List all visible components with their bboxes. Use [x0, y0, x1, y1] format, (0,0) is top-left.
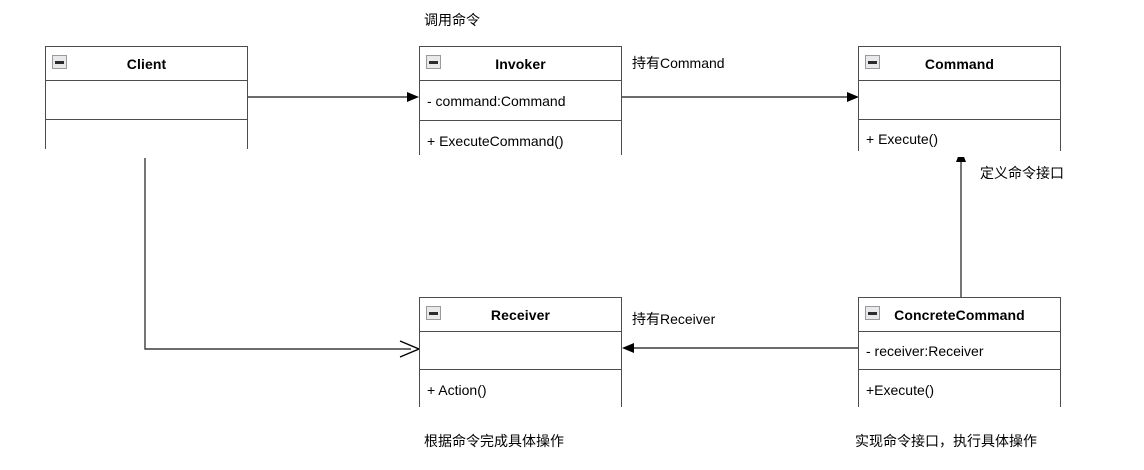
- uml-class-command[interactable]: Command + Execute(): [858, 46, 1061, 157]
- uml-attribute: - command:Command: [427, 92, 566, 109]
- uml-class-receiver-header: Receiver: [420, 298, 621, 331]
- uml-class-client[interactable]: Client: [45, 46, 248, 158]
- uml-class-invoker[interactable]: Invoker - command:Command + ExecuteComma…: [419, 46, 622, 160]
- uml-class-invoker-operations: + ExecuteCommand(): [420, 120, 621, 160]
- collapse-minus-icon[interactable]: [865, 55, 880, 69]
- collapse-minus-icon[interactable]: [52, 55, 67, 69]
- edge-client-to-invoker: [247, 92, 419, 102]
- edge-label-invoker-to-command: 持有Command: [632, 55, 725, 71]
- uml-class-concretecommand-operations: +Execute(): [859, 369, 1060, 409]
- uml-operation: + Execute(): [866, 130, 938, 147]
- uml-class-receiver-attributes: [420, 331, 621, 369]
- uml-class-command-name: Command: [924, 55, 995, 72]
- uml-class-invoker-attributes: - command:Command: [420, 80, 621, 120]
- uml-operation: +Execute(): [866, 381, 935, 398]
- uml-class-concretecommand-name: ConcreteCommand: [894, 306, 1025, 323]
- uml-class-concretecommand-header: ConcreteCommand: [859, 298, 1060, 331]
- uml-operation: + ExecuteCommand(): [427, 132, 564, 149]
- edge-label-concretecommand-to-command: 定义命令接口: [980, 165, 1064, 181]
- uml-class-client-header: Client: [46, 47, 247, 80]
- uml-class-receiver-name: Receiver: [490, 306, 551, 323]
- collapse-minus-icon[interactable]: [426, 306, 441, 320]
- uml-attribute: - receiver:Receiver: [866, 342, 984, 359]
- edge-concretecommand-to-command: [956, 149, 966, 299]
- collapse-minus-icon[interactable]: [426, 55, 441, 69]
- edge-label-concretecommand-to-receiver: 持有Receiver: [632, 311, 716, 327]
- uml-class-receiver-operations: + Action(): [420, 369, 621, 409]
- note-concretecommand: 实现命令接口，执行具体操作: [855, 433, 1037, 449]
- edge-client-to-receiver: [144, 148, 421, 358]
- collapse-minus-icon[interactable]: [865, 306, 880, 320]
- note-receiver: 根据命令完成具体操作: [424, 433, 564, 449]
- uml-class-command-attributes: [859, 80, 1060, 119]
- uml-class-invoker-header: Invoker: [420, 47, 621, 80]
- edge-label-client-to-invoker: 调用命令: [424, 12, 480, 28]
- uml-class-invoker-name: Invoker: [495, 55, 546, 72]
- edge-concretecommand-to-receiver: [622, 343, 858, 353]
- uml-class-client-operations: [46, 119, 247, 158]
- uml-class-command-header: Command: [859, 47, 1060, 80]
- edge-invoker-to-command: [622, 92, 859, 102]
- uml-class-command-operations: + Execute(): [859, 119, 1060, 157]
- uml-operation: + Action(): [427, 381, 487, 398]
- uml-class-client-name: Client: [126, 55, 167, 72]
- uml-class-concretecommand-attributes: - receiver:Receiver: [859, 331, 1060, 369]
- uml-class-client-attributes: [46, 80, 247, 119]
- uml-class-receiver[interactable]: Receiver + Action(): [419, 297, 622, 409]
- uml-class-concretecommand[interactable]: ConcreteCommand - receiver:Receiver +Exe…: [858, 297, 1061, 409]
